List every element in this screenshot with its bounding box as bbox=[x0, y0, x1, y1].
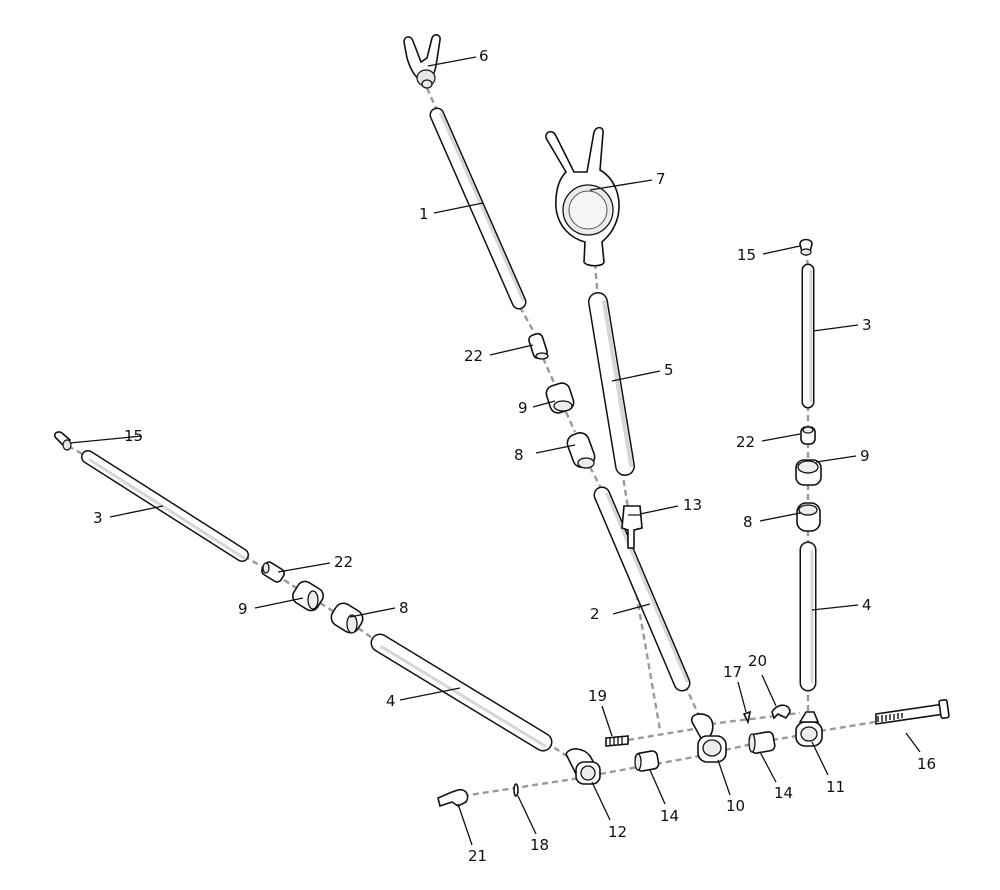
clip-20 bbox=[771, 704, 791, 720]
callout-12: 12 bbox=[608, 823, 627, 841]
callout-1: 1 bbox=[419, 205, 429, 223]
callout-4-left: 4 bbox=[386, 692, 396, 710]
callout-4-right: 4 bbox=[862, 596, 872, 614]
rod-3-left bbox=[81, 450, 249, 562]
callout-18: 18 bbox=[530, 836, 549, 854]
connector-22-upper bbox=[528, 332, 549, 360]
callout-labels: 6 7 1 15 3 22 5 9 22 15 8 9 13 8 3 22 4 … bbox=[93, 47, 936, 865]
connector-22-right bbox=[800, 426, 816, 445]
callout-9-upper: 9 bbox=[518, 399, 528, 417]
callout-19: 19 bbox=[588, 687, 607, 705]
hub-10 bbox=[690, 713, 727, 763]
callout-21: 21 bbox=[468, 847, 487, 865]
yoke-7 bbox=[545, 126, 620, 267]
callout-2: 2 bbox=[590, 605, 600, 623]
connector-8-right bbox=[796, 502, 821, 532]
callout-8-upper: 8 bbox=[514, 446, 524, 464]
rod-4-left bbox=[370, 633, 553, 752]
leader-lines bbox=[69, 56, 921, 846]
connector-8-upper bbox=[566, 431, 596, 469]
callout-6: 6 bbox=[479, 47, 489, 65]
callout-22-left: 22 bbox=[334, 553, 353, 571]
yoke-6 bbox=[403, 34, 441, 89]
connector-22-left bbox=[261, 561, 285, 583]
callout-15-right: 15 bbox=[737, 246, 756, 264]
callout-20: 20 bbox=[748, 652, 767, 670]
rod-5 bbox=[588, 292, 635, 476]
connector-9-upper bbox=[545, 382, 575, 414]
connector-8-left bbox=[330, 602, 364, 634]
callout-7: 7 bbox=[656, 170, 666, 188]
callout-14-right: 14 bbox=[774, 784, 793, 802]
callout-14-left: 14 bbox=[660, 807, 679, 825]
callout-3-right: 3 bbox=[862, 316, 872, 334]
callout-9-right: 9 bbox=[860, 447, 870, 465]
rod-2 bbox=[593, 486, 691, 692]
end-cap-15-right bbox=[799, 238, 813, 256]
callout-16: 16 bbox=[917, 755, 936, 773]
bolt-16 bbox=[875, 698, 950, 725]
callout-13: 13 bbox=[683, 496, 702, 514]
pin-17 bbox=[742, 710, 752, 725]
connector-9-left bbox=[291, 580, 325, 612]
callout-5: 5 bbox=[664, 361, 674, 379]
callout-15-left: 15 bbox=[124, 427, 143, 445]
callout-9-left: 9 bbox=[238, 600, 248, 618]
callout-11: 11 bbox=[826, 778, 845, 796]
callout-3-left: 3 bbox=[93, 509, 103, 527]
callout-17: 17 bbox=[723, 663, 742, 681]
rod-4-right bbox=[799, 541, 817, 692]
spacer-14-left bbox=[634, 750, 660, 772]
rod-1 bbox=[429, 107, 527, 310]
callout-8-right: 8 bbox=[743, 513, 753, 531]
end-cap-15-left bbox=[53, 431, 72, 451]
callout-22-right: 22 bbox=[736, 433, 755, 451]
connector-9-right bbox=[795, 459, 822, 486]
callout-22-upper: 22 bbox=[464, 347, 483, 365]
hub-11 bbox=[795, 711, 823, 747]
key-21 bbox=[437, 788, 469, 808]
callout-10: 10 bbox=[726, 797, 745, 815]
rod-3-right bbox=[801, 263, 815, 409]
ring-18 bbox=[513, 783, 519, 797]
spacer-14-right bbox=[748, 731, 776, 754]
screw-19 bbox=[605, 735, 629, 747]
callout-8-left: 8 bbox=[399, 599, 409, 617]
hub-12 bbox=[565, 748, 601, 785]
